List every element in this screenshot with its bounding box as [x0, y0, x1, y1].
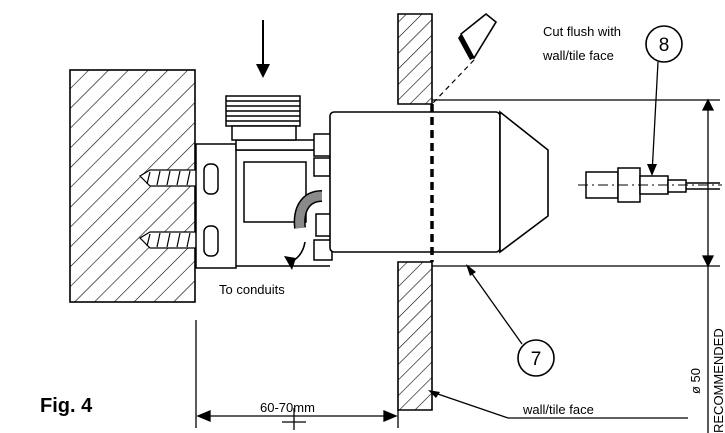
- housing: [329, 110, 549, 254]
- to-conduits-label: To conduits: [219, 282, 285, 297]
- conduit-pipe: [293, 190, 323, 229]
- callout-8: 8: [645, 25, 683, 176]
- screws: [139, 169, 205, 249]
- bracket: [195, 139, 330, 269]
- diameter-label-group: ø 50: [688, 368, 703, 394]
- cut-note-line1: Cut flush with: [543, 24, 621, 39]
- diameter-label: ø 50: [688, 368, 703, 394]
- threaded-inlet: [225, 95, 301, 141]
- inlet-arrow: [256, 20, 270, 78]
- callout-7: 7: [466, 264, 555, 377]
- cut-note-line2: wall/tile face: [542, 48, 614, 63]
- callout-7-label: 7: [531, 349, 542, 370]
- recommended-label-group: RECOMMENDED: [711, 328, 725, 433]
- callout-8-label: 8: [659, 35, 670, 56]
- wall-section: [397, 13, 433, 411]
- figure-label: Fig. 4: [40, 395, 93, 417]
- sensor-probe: [578, 167, 722, 203]
- wall-tile-face-label: wall/tile face: [522, 402, 594, 417]
- recommended-label: RECOMMENDED: [711, 328, 725, 433]
- depth-dimension: [195, 320, 399, 430]
- cutting-knife-icon: [431, 12, 498, 105]
- wall-face-leader: [428, 390, 688, 419]
- depth-dimension-label: 60-70mm: [260, 400, 315, 415]
- to-conduits-arrow: [284, 241, 306, 270]
- opening-lines: [432, 98, 720, 433]
